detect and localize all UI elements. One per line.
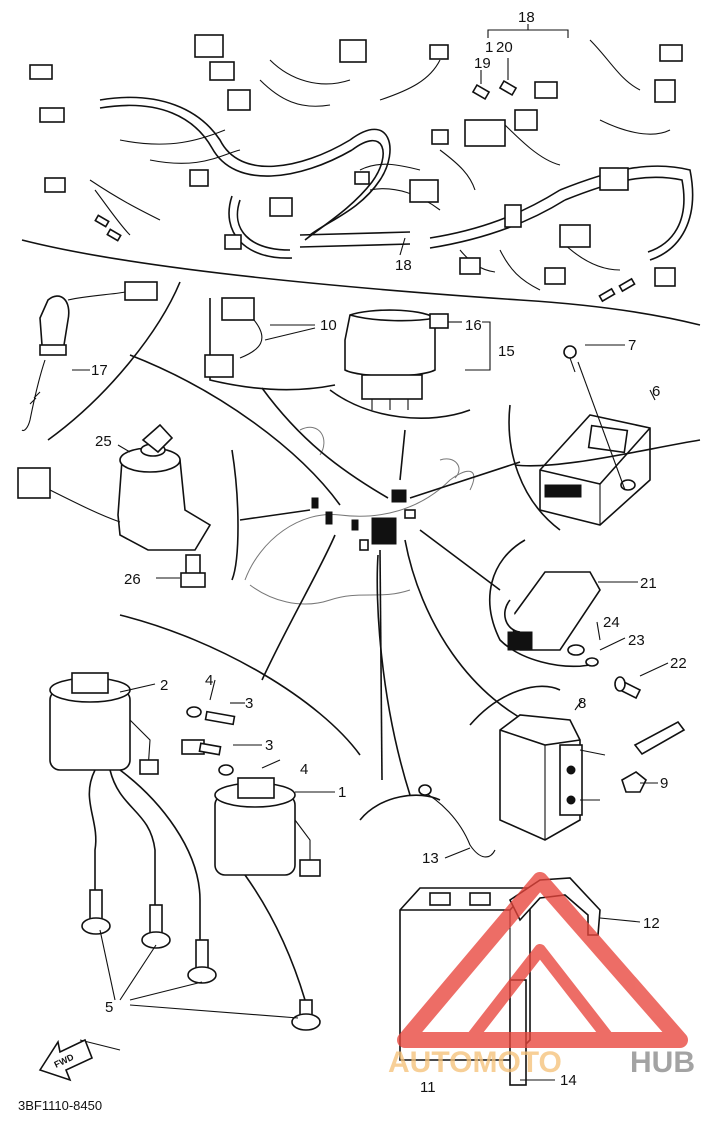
callout-6: 6: [652, 383, 660, 400]
watermark-text-a: AUTOMOTO: [388, 1046, 562, 1079]
callout-3-bottom: 3: [265, 737, 273, 754]
callout-4-bottom: 4: [300, 761, 308, 778]
callout-leaders: [72, 58, 669, 1081]
callout-11: 11: [420, 1079, 436, 1096]
main-switch: [17, 423, 212, 588]
zone-boundaries: [21, 239, 701, 821]
ignition-coils: [49, 672, 321, 1031]
relay-assembly: [344, 309, 491, 410]
callout-18-top: 18: [518, 9, 535, 26]
callout-labels: 18 1 20 19 18 17 10 16 15 7 6 25 26 21 2…: [91, 9, 687, 1096]
starter-relay: [499, 714, 686, 841]
callout-1-small: 1: [485, 39, 493, 56]
callout-3-top: 3: [245, 695, 253, 712]
watermark-text-b: HUB: [630, 1046, 695, 1079]
callout-19: 19: [474, 55, 491, 72]
callout-22: 22: [670, 655, 687, 672]
watermark-logo: AUTOMOTO HUB: [388, 872, 695, 1079]
callout-1: 1: [338, 784, 346, 801]
callout-15: 15: [498, 343, 515, 360]
forward-arrow: FWD: [38, 1038, 94, 1082]
cdi-unit: [539, 345, 651, 526]
neutral-switch: [21, 281, 158, 432]
callout-12: 12: [643, 915, 660, 932]
callout-9: 9: [660, 775, 668, 792]
callout-5: 5: [105, 999, 113, 1016]
rectifier-regulator: [504, 571, 642, 700]
callout-8: 8: [578, 695, 586, 712]
callout-10: 10: [320, 317, 337, 334]
callout-24: 24: [603, 614, 620, 631]
callout-23: 23: [628, 632, 645, 649]
callout-4-top: 4: [205, 672, 213, 689]
callout-18-bottom: 18: [395, 257, 412, 274]
callout-13: 13: [422, 850, 439, 867]
callout-16: 16: [465, 317, 482, 334]
callout-25: 25: [95, 433, 112, 450]
callout-21: 21: [640, 575, 657, 592]
sub-harness-10: [204, 297, 316, 378]
callout-20: 20: [496, 39, 513, 56]
frame-outline: [244, 427, 475, 605]
callout-17: 17: [91, 362, 108, 379]
callout-7: 7: [628, 337, 636, 354]
callout-14: 14: [560, 1072, 577, 1089]
callout-26: 26: [124, 571, 141, 588]
assembly-arrows: [129, 354, 701, 796]
drawing-code: 3BF1110-8450: [18, 1098, 102, 1113]
callout-2: 2: [160, 677, 168, 694]
main-wire-harness: [29, 24, 694, 303]
